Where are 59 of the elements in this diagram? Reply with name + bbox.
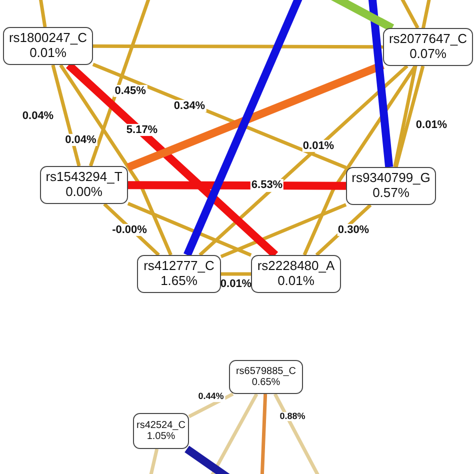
edge-label: 0.04%	[21, 109, 55, 122]
edge-label: 0.30%	[336, 224, 370, 236]
edge-label: 5.17%	[125, 124, 159, 136]
link-line	[273, 393, 322, 474]
link-line	[148, 448, 159, 474]
link-line	[394, 66, 425, 168]
snp-name: rs412777_C	[144, 259, 214, 274]
link-line	[88, 0, 152, 167]
frequency-value: 0.57%	[372, 186, 410, 201]
edge-label: -0.00%	[111, 223, 148, 236]
frequency-value: 1.05%	[146, 431, 176, 442]
link-line	[208, 393, 258, 474]
thick-link-line	[184, 0, 304, 257]
link-line	[221, 272, 251, 276]
link-line	[51, 64, 81, 166]
thick-link-line	[66, 62, 278, 258]
snp-name: rs6579885_C	[236, 366, 296, 377]
snp-node-box	[133, 413, 189, 449]
edge-label: 0.45%	[114, 84, 147, 97]
thick-link-line	[368, 0, 394, 168]
snp-node-box	[3, 27, 93, 65]
frequency-value: 0.65%	[252, 377, 280, 388]
snp-node-box	[251, 255, 341, 293]
frequency-value: 0.01%	[278, 274, 314, 289]
link-line	[127, 202, 252, 257]
frequency-value: 0.07%	[410, 47, 446, 62]
link-line	[398, 0, 420, 29]
snp-node-box	[346, 167, 436, 205]
thick-link-line	[128, 181, 346, 190]
link-line	[220, 203, 347, 258]
thick-link-line	[184, 446, 232, 474]
snp-node-box	[137, 255, 221, 293]
edge-label: 0.44%	[197, 392, 225, 402]
snp-node-box	[40, 166, 128, 204]
frequency-value: 0.01%	[30, 46, 66, 61]
frequency-value: 0.00%	[66, 185, 102, 200]
link-line	[92, 62, 347, 170]
snp-name: rs42524_C	[136, 420, 186, 431]
edge-label: 0.01%	[414, 118, 448, 131]
snp-name: rs2228480_A	[257, 259, 335, 274]
snp-name: rs1543294_T	[46, 170, 122, 185]
link-line	[38, 0, 47, 28]
thick-link-line	[126, 61, 384, 172]
snp-node-box	[229, 360, 303, 394]
link-line	[93, 44, 383, 49]
link-line	[188, 392, 234, 418]
edge-label: 0.88%	[278, 412, 306, 422]
snp-name: rs1800247_C	[8, 31, 88, 46]
edge-label: 0.01%	[302, 139, 336, 152]
edge-label: 0.34%	[172, 100, 206, 112]
edge-label: 6.53%	[250, 179, 284, 192]
snp-name: rs2077647_C	[388, 32, 468, 47]
link-line	[59, 64, 172, 256]
frequency-value: 1.65%	[160, 274, 198, 289]
snp-node-box	[383, 28, 473, 66]
snp-name: rs9340799_G	[352, 171, 430, 186]
edge-label: 0.04%	[64, 134, 98, 146]
link-line	[260, 394, 268, 474]
link-line	[198, 64, 408, 256]
